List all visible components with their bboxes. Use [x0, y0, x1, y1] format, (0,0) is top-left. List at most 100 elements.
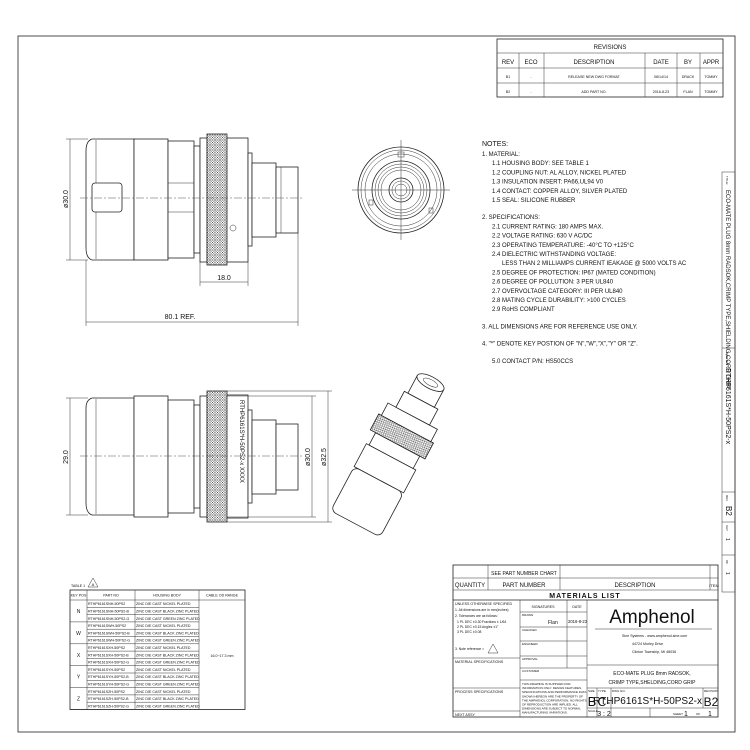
strip-sht: 1: [724, 538, 730, 541]
tolerance-line: Angles ±1°: [482, 625, 499, 629]
housing-body-cell: ZINC DIE CAST NICKEL PLATED: [136, 646, 191, 650]
key-position: W: [76, 631, 81, 637]
materials-list-title: MATERIALS LIST: [549, 593, 620, 600]
customer-label: CUSTOMER: [522, 669, 540, 673]
revision-label: REVISION: [704, 689, 718, 693]
revision-cell: -: [530, 90, 532, 94]
housing-body-cell: ZINC DIE CAST BLACK ZINC PLATED: [136, 653, 199, 657]
engineer-label: ENGINEER: [522, 642, 539, 646]
note-line: 1. MATERIAL:: [482, 152, 520, 158]
process-spec-label: PROCESS SPECIFICATIONS: [455, 690, 504, 694]
company-logo: Amphenol: [609, 607, 695, 628]
revision-flag-icon: [87, 577, 99, 588]
key-position: Z: [77, 697, 80, 703]
part-number-cell: RTHP6161SNH-50PS2: [88, 602, 125, 606]
key-position: N: [77, 609, 81, 615]
note-line: 2.4 DIELECTRIC WITHSTANDING VOLTAGE:: [492, 252, 616, 258]
description-header: DESCRIPTION: [614, 583, 655, 589]
housing-body-cell: ZINC DIE CAST GREEN ZINC PLATED: [136, 617, 200, 621]
key-position: Y: [77, 675, 81, 681]
dim-overall-length: 80.1 REF.: [165, 314, 196, 321]
see-part-number-chart: SEE PART NUMBER CHART: [491, 571, 557, 577]
address-line: 44724 Morley Drive: [632, 642, 663, 646]
revision-cell: ADD PART NO.: [581, 90, 606, 94]
dim-top-diameter: ø30.0: [63, 190, 70, 208]
part-number-cell: RTHP6161SXH-50PS2-B: [88, 653, 129, 657]
disclaimer-line: DIMENSIONS ARE SUBJECT TO NORMAL: [522, 707, 581, 711]
part-marking: RTHP6161S*H-50PS2-x XXXX: [238, 400, 244, 483]
approval-label: APPROVAL: [522, 657, 538, 661]
strip-rev-label: REV: [725, 495, 729, 501]
revision-cell: FLAN: [683, 90, 693, 94]
part-number-cell: RTHP6161SWH-50PS2-G: [88, 639, 130, 643]
disclaimer-line: MANUFACTURING VARIATIONS.: [522, 711, 568, 715]
revision-header: DESCRIPTION: [573, 60, 614, 66]
address-line: Sine Systems - www.amphenol-sine.com: [622, 634, 687, 638]
note-line: 3. ALL DIMENSIONS ARE FOR REFERENCE USE …: [482, 324, 638, 330]
tolerance-line: 2 PL DEC ±0.15: [457, 625, 481, 629]
quantity-header: QUANTITY: [455, 583, 485, 589]
note-line: 1.3 INSULATION INSERT: PA66,UL94 V0: [492, 180, 604, 186]
title-block: SEE PART NUMBER CHART QUANTITY PART NUMB…: [452, 564, 719, 718]
checked-label: CHECKED: [522, 628, 538, 632]
revision-value: B2: [704, 695, 719, 709]
next-assy-label: NEXT ASSY: [455, 713, 476, 717]
revision-cell: TOMMY: [704, 75, 718, 79]
table-1-header: KEY POS: [71, 594, 87, 598]
revision-header: APPR: [703, 60, 720, 66]
scale-label: SCALE: [588, 709, 598, 713]
revision-cell: DRACK: [682, 75, 695, 79]
strip-title-label: TITLE:: [725, 176, 729, 185]
housing-body-cell: ZINC DIE CAST NICKEL PLATED: [136, 602, 191, 606]
drawn-date: 2016-8-23: [568, 619, 588, 624]
note-line: 1.2 COUPLING NUT: AL ALLOY, NICKEL PLATE…: [492, 170, 627, 176]
housing-body-cell: ZINC DIE CAST GREEN ZINC PLATED: [136, 661, 200, 665]
tolerance-line: 1. All dimensions are in mm(inches): [455, 608, 509, 612]
part-number-cell: RTHP6161SYH-50PS2-B: [88, 675, 129, 679]
drawn-label: DRAWN: [522, 613, 533, 617]
part-number-header: PART NUMBER: [502, 583, 546, 589]
date-header: DATE: [572, 605, 582, 609]
dwg-no-label: DWG NO.: [612, 689, 626, 693]
strip-dwg-label: DWG NO:: [725, 352, 729, 366]
revision-cell: B2: [506, 90, 510, 94]
housing-body-cell: ZINC DIE CAST GREEN ZINC PLATED: [136, 704, 200, 708]
table-1-header: HOUSING BODY: [153, 594, 182, 598]
housing-body-cell: ZINC DIE CAST NICKEL PLATED: [136, 668, 191, 672]
part-number-cell: RTHP6161SXH-50PS2: [88, 646, 125, 650]
note-line: 2.9 RoHS COMPLIANT: [492, 307, 555, 313]
strip-dwg-no: RTHP6161S*H-50PS2-x: [724, 368, 731, 445]
part-title-line: CRIMP TYPE,SHELDING,CORD GRIP: [608, 680, 696, 686]
type-label: TYPE: [598, 689, 606, 693]
part-number-cell: RTHP6161SYH-50PS2: [88, 668, 125, 672]
part-number-cell: RTHP6161SWH-50PS2: [88, 624, 126, 628]
cable-od-range: 16.0~17.3 mm: [210, 654, 233, 658]
part-number-cell: RTHP6161SWH-50PS2-B: [88, 631, 130, 635]
tolerance-line: 1 PL DEC ±0.30: [457, 620, 481, 624]
revision-header: ECO: [524, 60, 537, 66]
revision-cell: 08/14/14: [654, 75, 668, 79]
revisions-title: REVISIONS: [594, 45, 627, 51]
housing-body-cell: ZINC DIE CAST GREEN ZINC PLATED: [136, 639, 200, 643]
notes-title: NOTES:: [482, 141, 508, 148]
tolerance-line: 3. Note reference =: [455, 647, 484, 651]
tolerance-line: 2. Tolerances are as follows:: [455, 614, 498, 618]
side-title-strip: TITLE: ECO-MATE PLUG 8mm RADSOK,CRIMP TY…: [721, 171, 736, 593]
disclaimer-line: THIS DRAWING IS SUPPLIED FOR: [522, 682, 571, 686]
scale-value: 3 : 2: [597, 711, 611, 718]
note-line: 2.1 CURRENT RATING: 180 AMPS MAX.: [492, 224, 603, 230]
note-line: 2.7 OVERVOLTAGE CATEGORY: III PER UL840: [492, 289, 623, 295]
end-view: [352, 140, 450, 240]
disclaimer-line: SPECIFICATIONS AND PERFORMANCE DATA: [522, 690, 586, 694]
note-line: LESS THAN 2 MILLIAMPS CURRENT IEAKAGE @ …: [502, 261, 687, 267]
table-1-header: PART NO: [103, 594, 119, 598]
part-number-cell: RTHP6161SZH-50PS2: [88, 690, 125, 694]
part-number-cell: RTHP6161SYH-50PS2-G: [88, 683, 129, 687]
disclaimer-line: THE AMPHENOL CORPORATION. NO RIGHTS: [522, 698, 587, 702]
signatures-header: SIGNATURES: [531, 605, 555, 609]
isometric-view: [332, 373, 445, 536]
address-line: Clinton Township, MI 48036: [632, 650, 676, 654]
revision-cell: 2016-8-23: [653, 90, 669, 94]
sheet-size: B: [588, 694, 597, 709]
table-1-header: CABLE OD RANGE: [206, 594, 239, 598]
